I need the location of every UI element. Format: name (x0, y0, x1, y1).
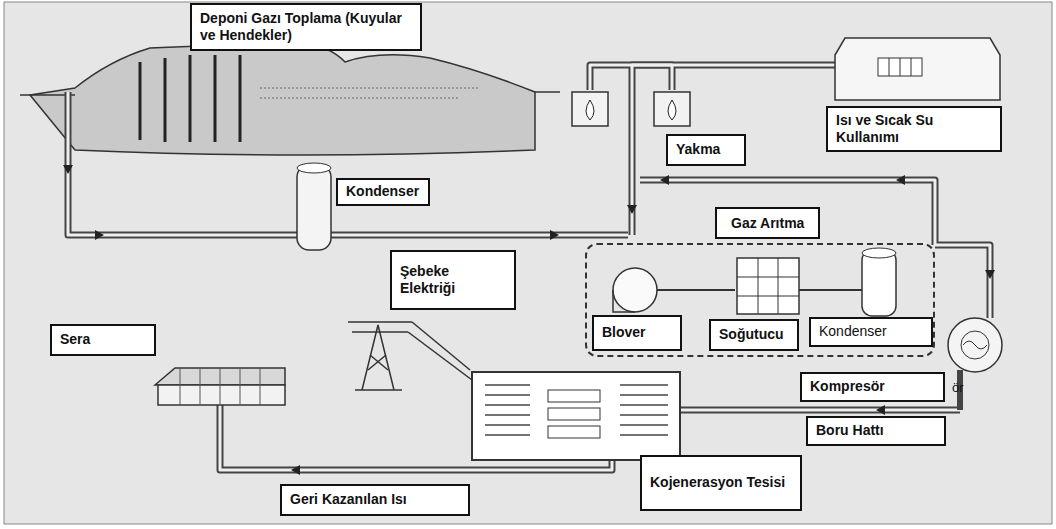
callout-box: Boru Hattı (806, 416, 946, 446)
callout-box: Kojenerasyon Tesisi (640, 455, 802, 511)
callout-box: Kompresör (800, 372, 945, 402)
callout-box: Şebeke Elektriği (390, 250, 516, 310)
fragment-label: ör (952, 380, 964, 395)
cogeneration-plant (472, 372, 680, 460)
callout-box: Soğutucu (709, 319, 799, 351)
callout-text: Deponi Gazı Toplama (Kuyular ve Hendekle… (200, 10, 412, 45)
heat-user-building (835, 38, 1000, 100)
callout-text: Kondenser (346, 183, 419, 201)
callout-text: Sera (60, 331, 90, 349)
greenhouse-icon (155, 368, 285, 405)
callout-box: Kondenser (809, 317, 933, 347)
compressor-icon (948, 318, 1002, 410)
condenser-vessel (297, 163, 331, 250)
callout-box: Kondenser (336, 178, 430, 206)
power-tower (348, 322, 472, 390)
ground-panel (4, 2, 1052, 524)
callout-box: Deponi Gazı Toplama (Kuyular ve Hendekle… (190, 3, 422, 51)
callout-text: Geri Kazanılan Isı (290, 491, 407, 509)
callout-box: Yakma (666, 134, 746, 166)
callout-text: Kompresör (810, 378, 885, 396)
callout-text: Şebeke Elektriği (400, 263, 506, 298)
landfill-mound (20, 42, 560, 155)
callout-text: Kondenser (819, 323, 887, 341)
pipe-network (63, 65, 995, 475)
blower-icon (613, 268, 735, 312)
callout-text: Kojenerasyon Tesisi (650, 474, 785, 492)
callout-box: Isı ve Sıcak Su Kullanımı (826, 106, 1002, 152)
callout-text: Boru Hattı (816, 422, 884, 440)
flare-icon (572, 92, 690, 126)
condenser-vessel (862, 248, 896, 316)
callout-text: Isı ve Sıcak Su Kullanımı (836, 112, 992, 147)
callout-box: Sera (50, 324, 156, 356)
callout-text: Yakma (676, 141, 720, 159)
callout-box: Geri Kazanılan Isı (280, 484, 470, 516)
callout-text: Blover (602, 324, 646, 342)
region-heading: Gaz Arıtma (715, 207, 820, 239)
callout-box: Blover (592, 315, 682, 351)
callout-text: Soğutucu (719, 326, 784, 344)
cooler-grid (737, 258, 862, 314)
gas-treatment-region: Gaz ArıtmaBloverSoğutucuKondenser (585, 243, 935, 357)
